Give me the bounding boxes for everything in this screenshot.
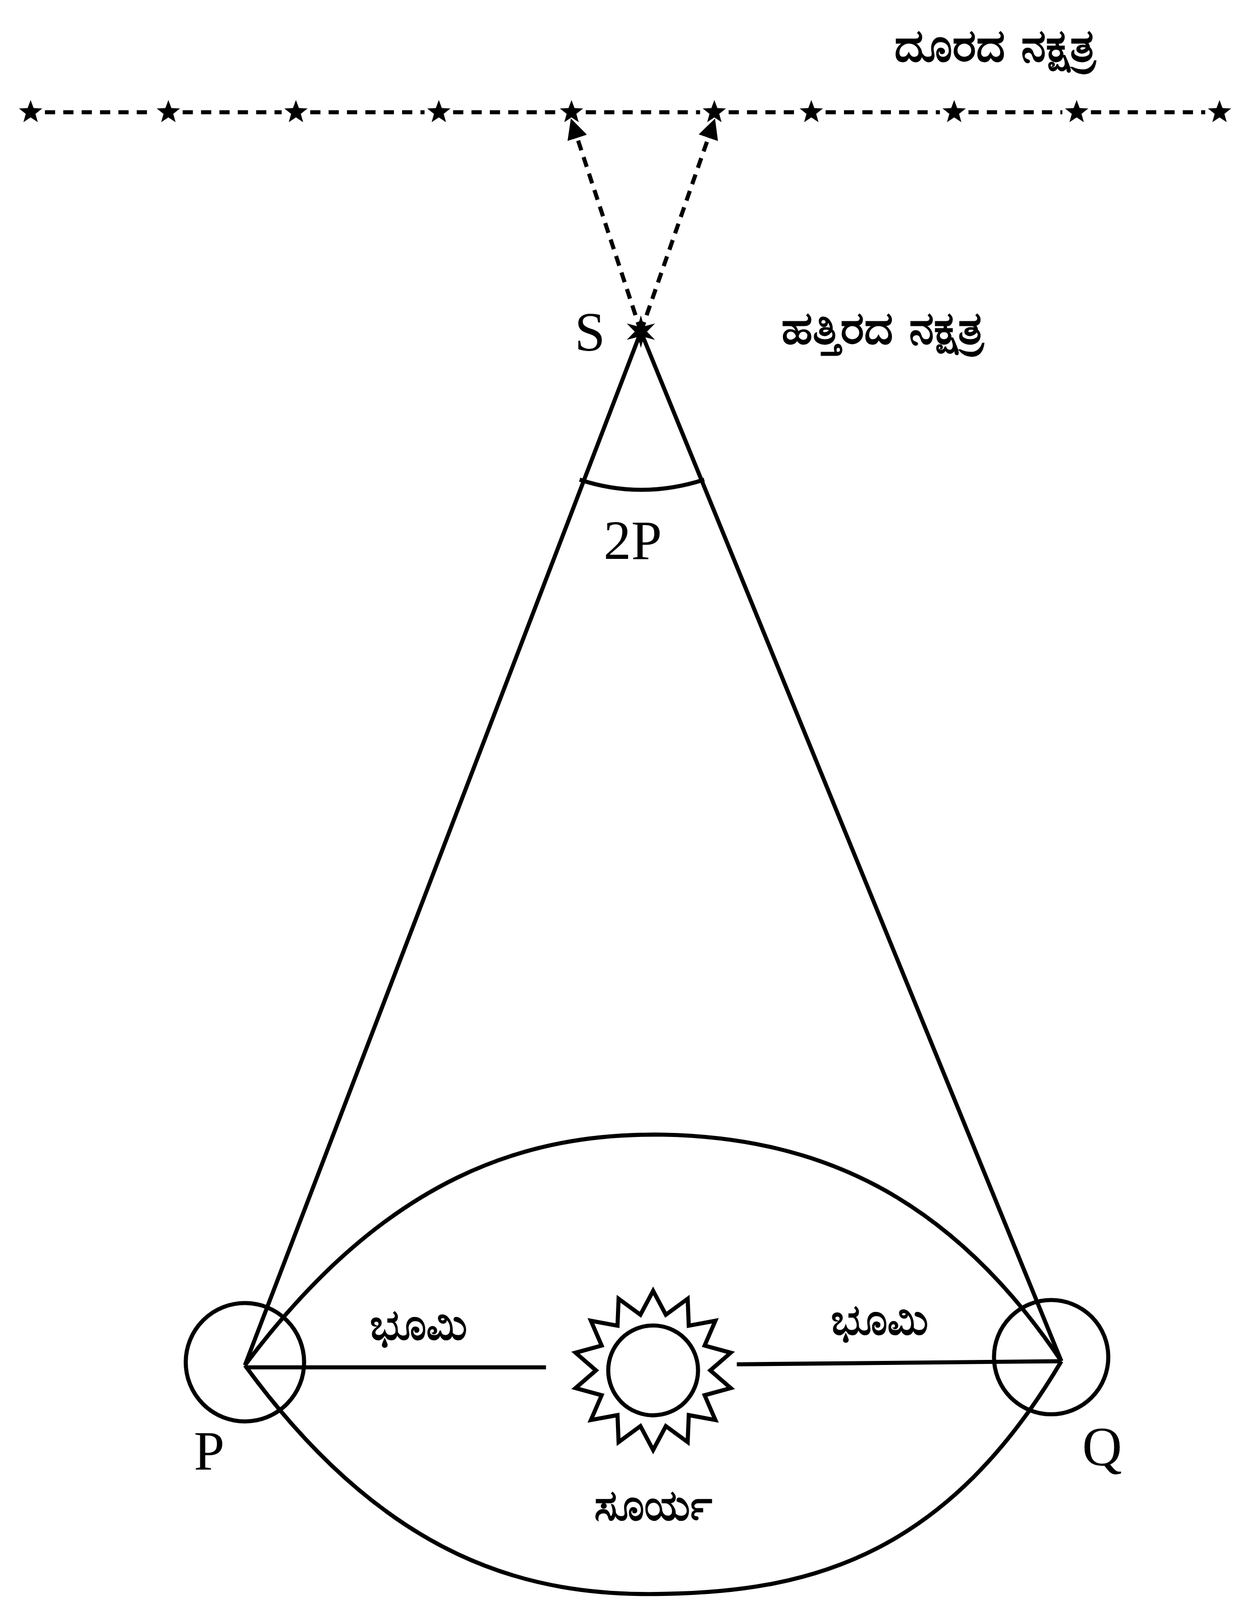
star-row-line bbox=[182, 109, 282, 115]
earth-circle bbox=[185, 1303, 305, 1422]
point-letter: P bbox=[193, 1421, 225, 1482]
distant-star bbox=[156, 99, 181, 123]
star-row-line bbox=[1091, 109, 1206, 115]
sight-line bbox=[245, 331, 642, 1366]
point-letter: S bbox=[574, 302, 606, 363]
projection-arrow bbox=[640, 120, 715, 332]
sun-disc bbox=[608, 1325, 699, 1416]
star-row-line bbox=[968, 109, 1063, 115]
earth-circle bbox=[993, 1300, 1109, 1415]
distant-star bbox=[1064, 99, 1089, 123]
distant-star bbox=[1207, 99, 1231, 123]
point-letter: 2P bbox=[603, 510, 662, 572]
caption-label: ಸೂರ್ಯ bbox=[594, 1481, 713, 1529]
distant-star bbox=[19, 99, 43, 123]
distant-star bbox=[284, 99, 308, 123]
distant-star bbox=[427, 99, 451, 123]
star-row-line bbox=[44, 109, 154, 115]
angle-arc bbox=[579, 479, 705, 490]
near-star bbox=[626, 315, 655, 349]
star-row-line bbox=[310, 109, 425, 115]
star-row-line bbox=[453, 109, 557, 115]
caption-label: ಹತ್ತಿರದ ನಕ್ಷತ್ರ bbox=[781, 303, 984, 354]
caption-label: ಭೂಮಿ bbox=[830, 1295, 929, 1343]
sun-rays bbox=[575, 1290, 731, 1451]
caption-label: ಭೂಮಿ bbox=[369, 1301, 468, 1348]
distant-star bbox=[702, 99, 726, 123]
orbit-radius bbox=[737, 1361, 1062, 1365]
star-row-line bbox=[585, 109, 701, 115]
point-letter: Q bbox=[1082, 1417, 1122, 1478]
orbit-radius bbox=[245, 1365, 547, 1370]
star-row-line bbox=[825, 109, 941, 115]
projection-arrow bbox=[571, 120, 642, 332]
distant-star bbox=[942, 99, 966, 123]
distant-star bbox=[559, 99, 584, 123]
distant-star bbox=[799, 99, 823, 123]
star-row-line bbox=[728, 109, 798, 115]
sight-line bbox=[640, 331, 1061, 1362]
caption-label: ದೂರದ ನಕ್ಷತ್ರ bbox=[894, 21, 1096, 71]
